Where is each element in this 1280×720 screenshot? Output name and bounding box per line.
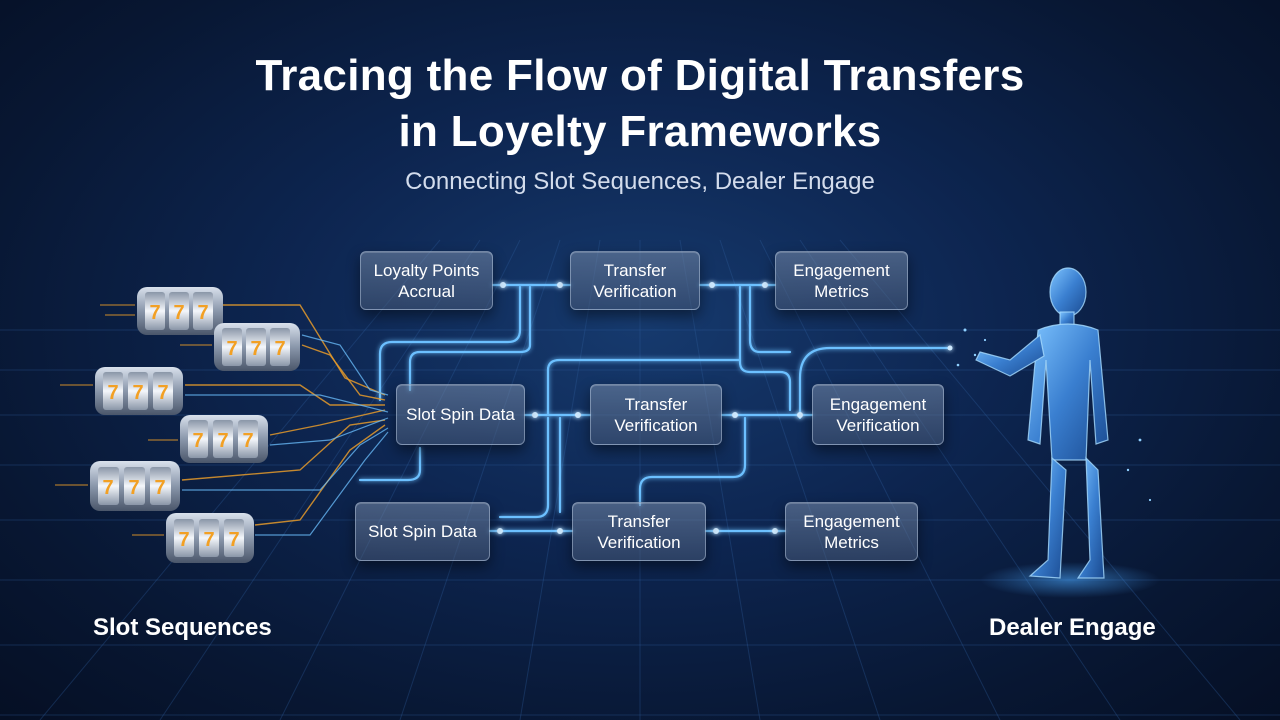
slot-machine: 7 7 7: [214, 323, 300, 371]
slot-symbol: 7: [128, 477, 139, 499]
node-engagement-verification: Engagement Verification: [812, 384, 944, 445]
label-dealer-engage: Dealer Engage: [989, 614, 1156, 641]
node-engagement-metrics-bottom: Engagement Metrics: [785, 502, 918, 561]
slot-symbol: 7: [197, 302, 208, 324]
slot-symbol: 7: [154, 477, 165, 499]
node-transfer-verification-mid: Transfer Verification: [590, 384, 722, 445]
slot-symbol: 7: [228, 529, 239, 551]
node-transfer-verification-bottom: Transfer Verification: [572, 502, 706, 561]
slot-symbol: 7: [102, 477, 113, 499]
slot-symbol: 7: [217, 430, 228, 452]
slot-machine: 7 7 7: [95, 367, 183, 415]
slot-symbol: 7: [274, 338, 285, 360]
slot-symbol: 7: [157, 382, 168, 404]
node-slot-spin-data-bottom: Slot Spin Data: [355, 502, 490, 561]
page-title-line-1: Tracing the Flow of Digital Transfers: [255, 51, 1025, 100]
slot-machine: 7 7 7: [90, 461, 180, 511]
slot-symbol: 7: [107, 382, 118, 404]
page-title-line-2: in Loyelty Frameworks: [398, 107, 882, 156]
slot-machine: 7 7 7: [180, 415, 268, 463]
node-transfer-verification-top: Transfer Verification: [570, 251, 700, 310]
node-engagement-metrics-top: Engagement Metrics: [775, 251, 908, 310]
slot-machine: 7 7 7: [137, 287, 223, 335]
slot-symbol: 7: [203, 529, 214, 551]
slot-symbol: 7: [132, 382, 143, 404]
slot-symbol: 7: [149, 302, 160, 324]
node-slot-spin-data-mid: Slot Spin Data: [396, 384, 525, 445]
slot-machine: 7 7 7: [166, 513, 254, 563]
slot-symbol: 7: [250, 338, 261, 360]
node-loyalty-points-accrual: Loyalty Points Accrual: [360, 251, 493, 310]
slot-symbol: 7: [173, 302, 184, 324]
slot-symbol: 7: [226, 338, 237, 360]
label-slot-sequences: Slot Sequences: [93, 614, 272, 641]
slot-symbol: 7: [192, 430, 203, 452]
page-subtitle: Connecting Slot Sequences, Dealer Engage: [405, 168, 875, 195]
slot-symbol: 7: [242, 430, 253, 452]
slot-symbol: 7: [178, 529, 189, 551]
